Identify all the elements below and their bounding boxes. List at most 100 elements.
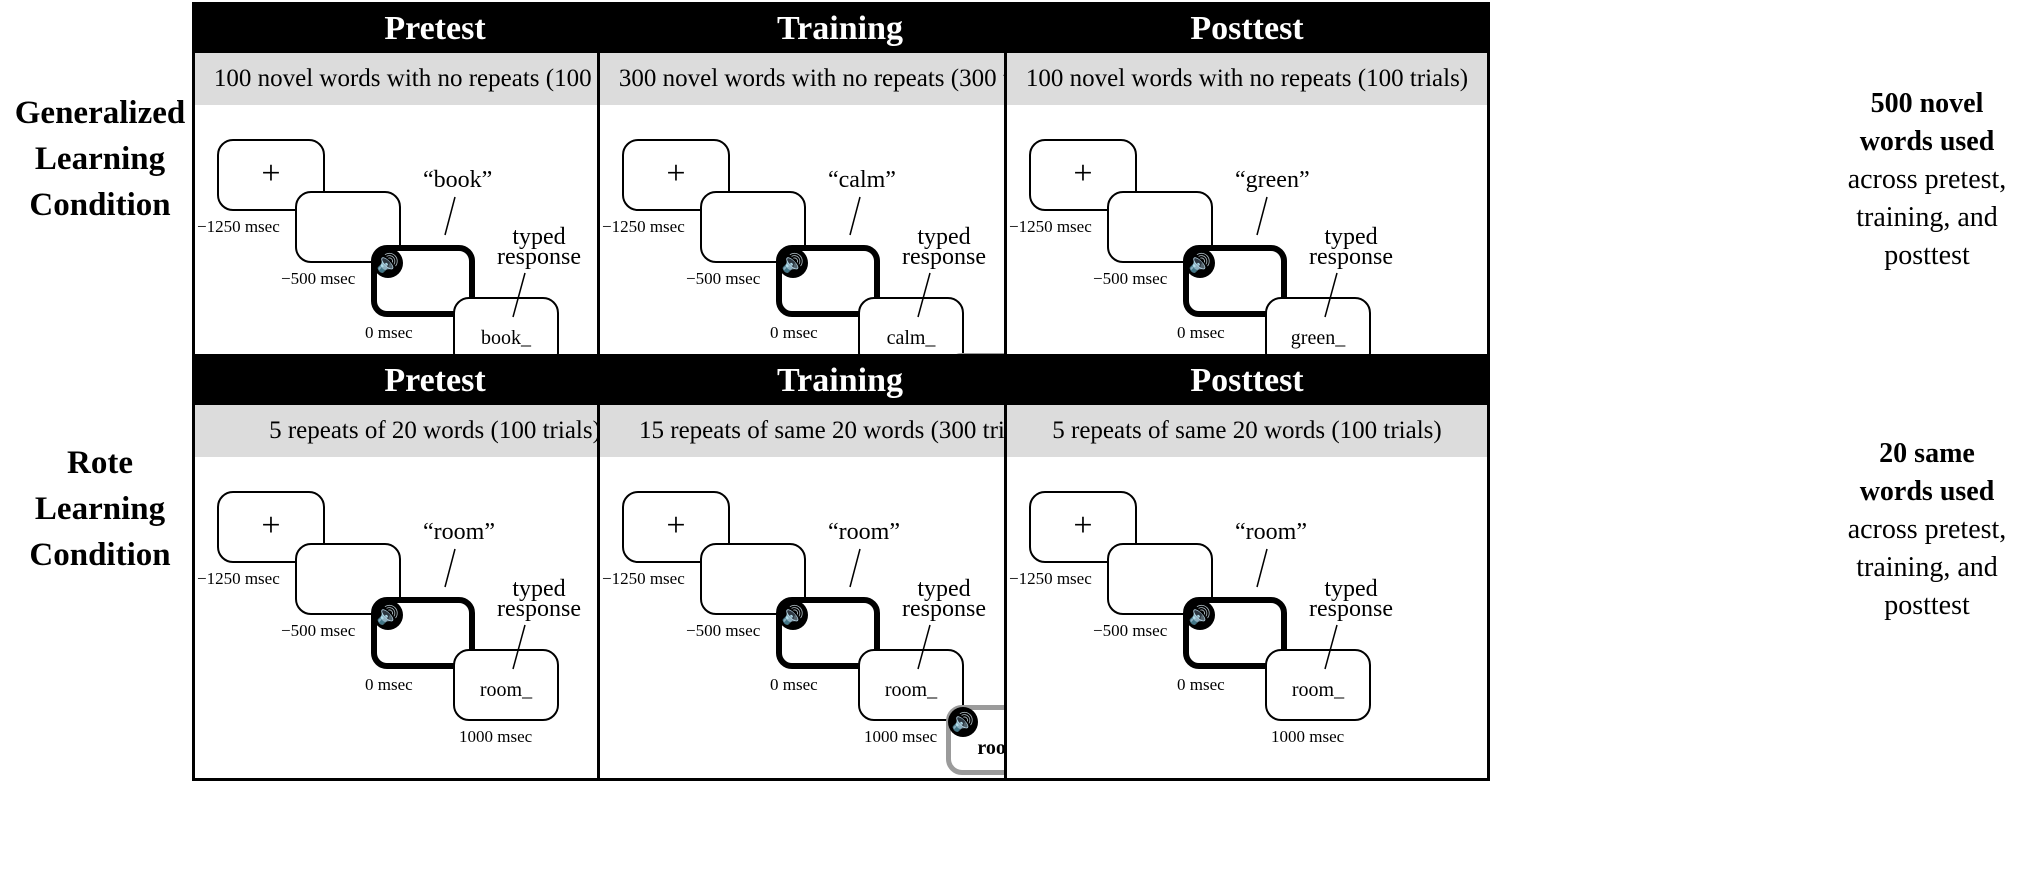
leader-lines [1256,196,1338,318]
time-label-audio: 0 msec [1177,675,1225,694]
typed-response-label-line: response [902,596,986,622]
time-label-blank: −500 msec [281,621,356,640]
typed-response-label-line: typed [512,576,566,602]
spoken-word-label: “room” [423,519,495,545]
condition-label-line: Generalized [14,95,186,131]
time-label-audio: 0 msec [770,675,818,694]
phase-title: Training [600,5,1080,53]
spoken-word-label: “room” [828,519,900,545]
speaker-icon: 🔊 [373,600,403,630]
spoken-word-label: “book” [423,167,493,193]
speaker-icon: 🔊 [1185,248,1215,278]
typed-response-leader [1324,624,1338,670]
condition-note-text: training, and [1856,202,1998,233]
time-label-fixation: −1250 msec [602,569,685,588]
time-label-blank: −500 msec [281,269,356,288]
leader-lines [1256,548,1338,670]
speaker-icon: 🔊 [373,248,403,278]
condition-note-text: posttest [1884,590,1970,621]
time-label-typed: 1000 msec [1271,727,1345,746]
condition-note-text: across pretest, [1847,514,2007,545]
condition-note-highlight: 20 same [1879,438,1975,469]
speaker-icon: 🔊 [778,600,808,630]
spoken-word-leader [849,196,861,236]
condition-label-line: Learning [34,141,166,177]
typed-response-leader [512,272,526,318]
condition-label-line: Rote [67,445,133,481]
phase-title: Pretest [195,357,675,405]
typed-response-label-line: response [497,596,581,622]
time-label-blank: −500 msec [1093,269,1168,288]
spoken-word-leader [444,196,456,236]
leader-lines [444,196,526,318]
typed-response-screen: room_ [858,649,964,721]
time-label-fixation: −1250 msec [197,569,280,588]
condition-note-text: across pretest, [1847,164,2007,195]
condition-note-highlight: words used [1859,126,1995,157]
phase-subtitle: 5 repeats of same 20 words (100 trials) [1007,405,1487,457]
condition-note-highlight: 500 novel [1870,88,1984,119]
condition-note-text: posttest [1884,240,1970,271]
typed-response-label-line: typed [1324,576,1378,602]
time-label-audio: 0 msec [365,323,413,342]
time-label-fixation: −1250 msec [1009,569,1092,588]
time-label-blank: −500 msec [686,621,761,640]
phase-title: Posttest [1007,357,1487,405]
phase-subtitle: 5 repeats of 20 words (100 trials) [195,405,675,457]
typed-response-leader [512,624,526,670]
time-label-typed: 1000 msec [864,727,938,746]
time-label-fixation: −1250 msec [197,217,280,236]
typed-response-label-line: response [497,244,581,270]
spoken-word-leader [444,548,456,588]
phase-subtitle: 300 novel words with no repeats (300 tri… [600,53,1080,105]
typed-response-label-line: response [902,244,986,270]
phase-title: Pretest [195,5,675,53]
typed-response-label-line: response [1309,596,1393,622]
condition-label-line: Condition [29,537,171,573]
time-label-audio: 0 msec [1177,323,1225,342]
condition-label-line: Learning [34,491,166,527]
leader-lines [444,548,526,670]
typed-response-label-line: typed [512,224,566,250]
phase-title: Posttest [1007,5,1487,53]
time-label-blank: −500 msec [1093,621,1168,640]
typed-response-screen: room_ [1265,649,1371,721]
time-label-fixation: −1250 msec [1009,217,1092,236]
time-label-fixation: −1250 msec [602,217,685,236]
typed-response-leader [1324,272,1338,318]
condition-note-highlight: words used [1859,476,1995,507]
typed-response-label-line: typed [1324,224,1378,250]
condition-note: 500 novel words used across pretest, traini… [1825,85,2029,275]
spoken-word-leader [849,548,861,588]
phase-subtitle: 15 repeats of same 20 words (300 trials) [600,405,1080,457]
spoken-word-leader [1256,196,1268,236]
typed-response-label-line: typed [917,576,971,602]
spoken-word-label: “green” [1235,167,1310,193]
typed-response-leader [917,272,931,318]
phase-title: Training [600,357,1080,405]
typed-response-label-line: typed [917,224,971,250]
spoken-word-label: “calm” [828,167,896,193]
spoken-word-leader [1256,548,1268,588]
time-label-audio: 0 msec [365,675,413,694]
fixation-screen: + [622,491,730,563]
typed-response-leader [917,624,931,670]
phase-subtitle: 100 novel words with no repeats (100 tri… [195,53,675,105]
time-label-blank: −500 msec [686,269,761,288]
trial-sequence: + room_ 🔊 −1250 msec −500 msec 0 msec 1000 mse… [600,457,1080,777]
typed-response-label-line: response [1309,244,1393,270]
condition-label-line: Condition [29,187,171,223]
spoken-word-label: “room” [1235,519,1307,545]
